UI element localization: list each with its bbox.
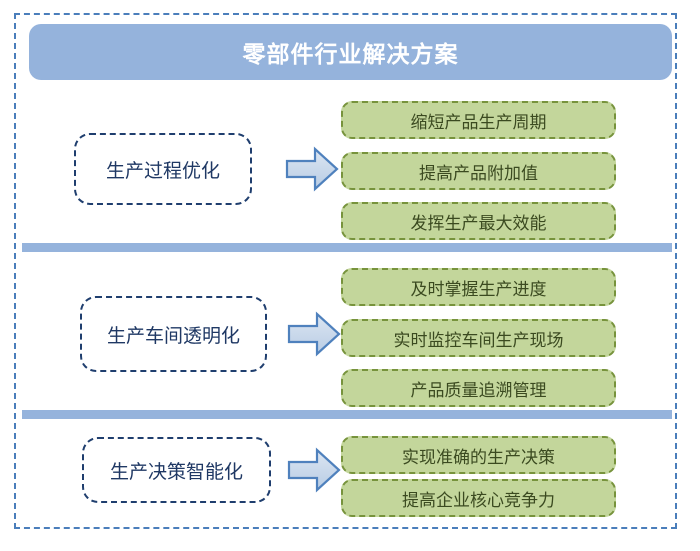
header-bar: 零部件行业解决方案 <box>29 24 672 80</box>
benefit-label: 提高企业核心竞争力 <box>402 490 555 510</box>
category-box-0[interactable]: 生产过程优化 <box>74 133 252 205</box>
category-label-0: 生产过程优化 <box>105 160 220 182</box>
benefit-box[interactable]: 实时监控车间生产现场 <box>341 319 616 357</box>
category-label-1: 生产车间透明化 <box>106 325 240 347</box>
benefit-label: 产品质量追溯管理 <box>410 380 547 400</box>
benefit-label: 缩短产品生产周期 <box>410 112 547 132</box>
benefit-label: 实时监控车间生产现场 <box>393 330 564 350</box>
benefit-box[interactable]: 提高产品附加值 <box>341 152 616 190</box>
benefit-box[interactable]: 产品质量追溯管理 <box>341 369 616 407</box>
page-title: 零部件行业解决方案 <box>242 41 459 67</box>
benefit-label: 发挥生产最大效能 <box>410 213 547 233</box>
section-divider <box>22 410 672 419</box>
diagram-frame <box>14 13 677 529</box>
benefit-box[interactable]: 提高企业核心竞争力 <box>341 479 616 517</box>
category-label-2: 生产决策智能化 <box>109 461 243 483</box>
benefit-label: 提高产品附加值 <box>419 163 538 183</box>
benefit-label: 实现准确的生产决策 <box>402 447 555 467</box>
benefit-box[interactable]: 实现准确的生产决策 <box>341 436 616 474</box>
benefit-box[interactable]: 发挥生产最大效能 <box>341 202 616 240</box>
benefit-box[interactable]: 及时掌握生产进度 <box>341 268 616 306</box>
right-arrow-icon <box>287 311 341 357</box>
benefit-box[interactable]: 缩短产品生产周期 <box>341 101 616 139</box>
right-arrow-icon <box>287 447 341 493</box>
section-divider <box>22 243 672 252</box>
category-box-1[interactable]: 生产车间透明化 <box>80 296 267 372</box>
right-arrow-icon <box>285 146 339 192</box>
benefit-label: 及时掌握生产进度 <box>410 279 547 299</box>
category-box-2[interactable]: 生产决策智能化 <box>82 437 271 503</box>
